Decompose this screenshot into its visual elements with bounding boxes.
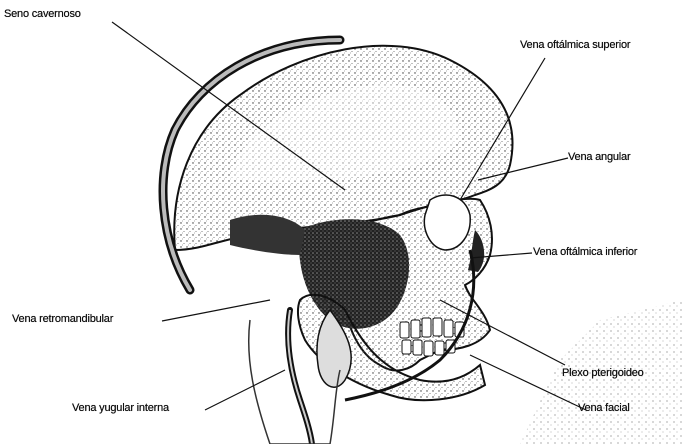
label-vena-facial: Vena facial <box>578 402 630 414</box>
label-vena-angular: Vena angular <box>568 151 630 163</box>
label-plexo-pterigoideo: Plexo pterigoideo <box>562 367 644 379</box>
label-vena-retromandibular: Vena retromandibular <box>12 313 113 325</box>
orbit <box>424 195 470 250</box>
leader-vena-yugular-interna <box>205 370 285 410</box>
leader-vena-retromandibular <box>162 300 270 321</box>
label-vena-yugular-interna: Vena yugular interna <box>72 402 169 414</box>
label-vena-oftalmica-inferior: Vena oftálmica inferior <box>533 246 637 258</box>
label-seno-cavernoso: Seno cavernoso <box>4 8 81 20</box>
label-vena-oftalmica-superior: Vena oftálmica superior <box>520 39 630 51</box>
